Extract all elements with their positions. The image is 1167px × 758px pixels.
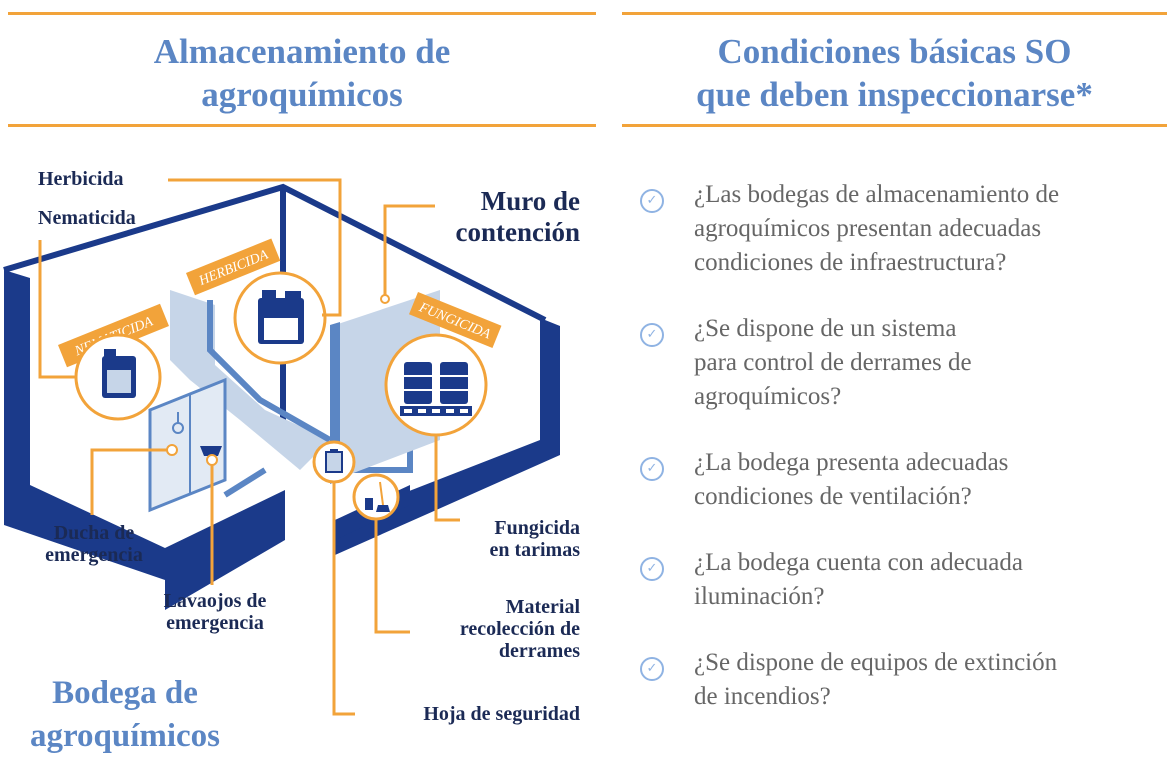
herbicida-label: Herbicida bbox=[38, 168, 124, 190]
inner-floor-edge bbox=[223, 467, 267, 498]
ducha-label-line2: emergencia bbox=[45, 544, 143, 566]
left-heading-line1: Almacenamiento de bbox=[153, 32, 451, 71]
spill-kit-circle bbox=[352, 473, 400, 521]
checklist-item-line: para control de derrames de bbox=[694, 349, 972, 376]
right-heading: Condiciones básicas SO que deben inspecc… bbox=[622, 30, 1167, 116]
shower-cabinet bbox=[148, 377, 227, 513]
ducha-label-line1: Ducha de bbox=[53, 522, 135, 544]
check-circle-icon: ✓ bbox=[640, 557, 664, 581]
inspection-checklist: ✓ ¿Las bodegas de almacenamiento de agro… bbox=[636, 178, 1166, 746]
bodega-title-line2: agroquímicos bbox=[29, 718, 221, 754]
material-label-line3: derrames bbox=[498, 640, 580, 662]
bodega-title-line1: Bodega de bbox=[52, 675, 198, 711]
check-circle-icon: ✓ bbox=[640, 657, 664, 681]
outer-wall-right bbox=[335, 318, 560, 555]
fungicida-label-line1: Fungicida bbox=[494, 517, 580, 539]
right-heading-line1: Condiciones básicas SO bbox=[717, 32, 1072, 71]
muro-label: Muro de contención bbox=[440, 186, 581, 248]
nematicida-label: Nematicida bbox=[38, 207, 136, 229]
herbicida-jerrycan-icon bbox=[258, 290, 304, 344]
wall-edge-left bbox=[3, 183, 547, 323]
eyewash-marker bbox=[206, 454, 218, 466]
material-label-line2: recolección de bbox=[459, 618, 580, 640]
floor-edge bbox=[207, 300, 332, 443]
checklist-item: ✓ ¿La bodega cuenta con adecuada ilumina… bbox=[636, 546, 1166, 614]
checklist-item-line: agroquímicos presentan adecuadas bbox=[694, 215, 1042, 242]
outer-wall-front-left bbox=[165, 490, 285, 610]
checklist-item-line: condiciones de infraestructura? bbox=[694, 249, 1007, 276]
mop-bucket-icon bbox=[365, 481, 390, 512]
lavaojos-label-line1: Lavaojos de bbox=[163, 590, 267, 612]
check-circle-icon: ✓ bbox=[640, 323, 664, 347]
lavaojos-label-line2: emergencia bbox=[166, 612, 264, 634]
left-heading-line2: agroquímicos bbox=[201, 75, 403, 114]
bodega-title: Bodega de agroquímicos bbox=[10, 672, 240, 758]
checklist-item-line: de incendios? bbox=[694, 683, 831, 710]
bottom-rule-left bbox=[8, 124, 596, 127]
checklist-item-line: iluminación? bbox=[694, 583, 825, 610]
wall-marker bbox=[380, 294, 390, 304]
warehouse-diagram: NEMATICIDA HERBICIDA FUNGICIDA bbox=[3, 178, 560, 716]
check-circle-icon: ✓ bbox=[640, 189, 664, 213]
fungicida-label-line2: en tarimas bbox=[489, 539, 580, 561]
checklist-item: ✓ ¿Se dispone de equipos de extinción de… bbox=[636, 646, 1166, 714]
muro-label-line1: Muro de bbox=[480, 186, 580, 216]
muro-label-line2: contención bbox=[455, 217, 581, 247]
shower-head-icon bbox=[172, 412, 184, 434]
clipboard-icon bbox=[325, 449, 343, 473]
nematicida-jerrycan-icon bbox=[102, 349, 136, 398]
checklist-item-line: agroquímicos? bbox=[694, 383, 842, 410]
top-rule-left bbox=[8, 12, 596, 15]
lavaojos-label: Lavaojos de emergencia bbox=[140, 590, 290, 634]
checklist-item: ✓ ¿Las bodegas de almacenamiento de agro… bbox=[636, 178, 1166, 280]
checklist-item-line: ¿Se dispone de equipos de extinción bbox=[694, 649, 1058, 676]
barrels-on-pallet-icon bbox=[400, 362, 472, 416]
fungicida-label: Fungicida en tarimas bbox=[464, 517, 580, 561]
bottom-rule-right bbox=[622, 124, 1167, 127]
right-heading-line2: que deben inspeccionarse* bbox=[696, 75, 1093, 114]
eyewash-icon bbox=[200, 446, 222, 456]
top-rule-right bbox=[622, 12, 1167, 15]
checklist-item-line: condiciones de ventilación? bbox=[694, 483, 972, 510]
material-label: Material recolección de derrames bbox=[414, 596, 580, 662]
outer-wall-left bbox=[4, 270, 165, 580]
checklist-item: ✓ ¿La bodega presenta adecuadas condicio… bbox=[636, 446, 1166, 514]
checklist-item-line: ¿Las bodegas de almacenamiento de bbox=[694, 181, 1060, 208]
ducha-label: Ducha de emergencia bbox=[26, 522, 162, 566]
checklist-item-line: ¿La bodega presenta adecuadas bbox=[694, 449, 1009, 476]
checklist-item-line: ¿Se dispone de un sistema bbox=[694, 315, 957, 342]
fungicida-circle bbox=[384, 333, 488, 437]
check-circle-icon: ✓ bbox=[640, 457, 664, 481]
shower-marker bbox=[166, 444, 178, 456]
left-heading: Almacenamiento de agroquímicos bbox=[8, 30, 596, 116]
leader-lines bbox=[38, 178, 460, 716]
checklist-item-line: ¿La bodega cuenta con adecuada bbox=[694, 549, 1023, 576]
hoja-label: Hoja de seguridad bbox=[423, 703, 580, 725]
material-label-line1: Material bbox=[505, 596, 580, 618]
checklist-item: ✓ ¿Se dispone de un sistema para control… bbox=[636, 312, 1166, 414]
